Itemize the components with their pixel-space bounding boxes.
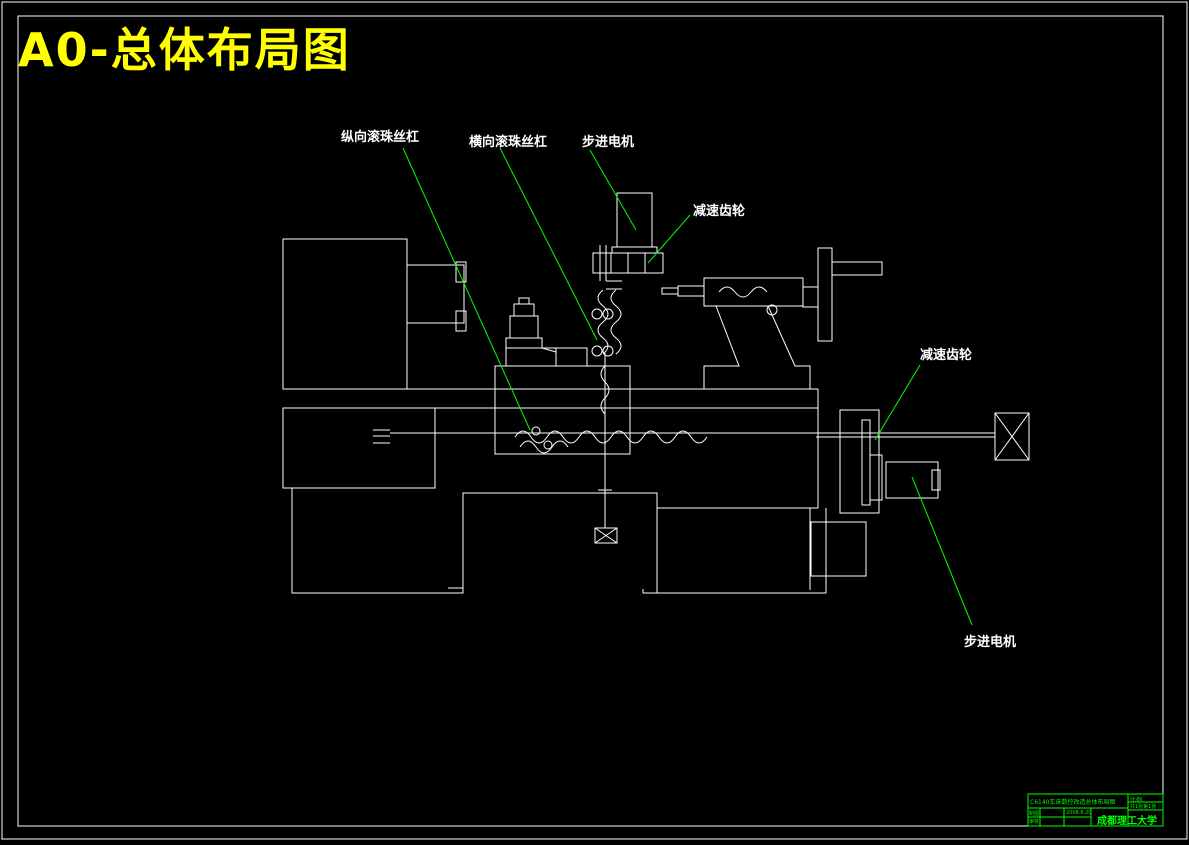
label-longitudinal-screw: 纵向滚珠丝杠 [341, 130, 420, 145]
chuck-upper [455, 261, 467, 283]
tb-school: 成都理工大学 [1097, 816, 1157, 827]
handwheel [817, 247, 833, 342]
leader-stepper-top [589, 149, 637, 231]
right-stepper-motor [885, 461, 939, 499]
lower-motor-box [594, 527, 618, 544]
tb-field-b: 共1张第1张 [1130, 804, 1157, 810]
transverse-screw-wave [597, 289, 609, 355]
leader-lines [402, 147, 973, 626]
inner-frame [17, 15, 1164, 827]
label-stepper-motor-top: 步进电机 [582, 135, 635, 150]
leader-reduction-top [647, 214, 691, 264]
leader-reduction-right [874, 364, 921, 441]
top-stepper-motor [616, 192, 653, 248]
chuck-lower [455, 310, 467, 332]
spindle-housing [406, 264, 465, 324]
cross-motor-box [555, 347, 588, 367]
label-reduction-gear-top: 减速齿轮 [693, 204, 746, 219]
cross-slide [505, 347, 557, 367]
tb-date: 2008.6.20 [1066, 810, 1092, 816]
title-block [1027, 793, 1164, 827]
headstock [282, 238, 408, 390]
tailstock-quill [703, 277, 804, 307]
tool-post-base [505, 337, 543, 349]
tb-drafter: 制图 [1029, 811, 1040, 817]
tool-post-cap [513, 303, 535, 317]
right-reduction-gear [839, 409, 880, 514]
apron [494, 365, 631, 455]
feed-gearbox [282, 407, 436, 489]
longitudinal-screw-wave [514, 430, 708, 444]
label-stepper-motor-bottom: 步进电机 [964, 635, 1017, 650]
tool-post [509, 315, 539, 339]
end-bearing-box [994, 412, 1030, 461]
motor-base-box [810, 521, 867, 577]
tb-drawing-name: C6140车床数控改造总体布局图 [1030, 799, 1116, 806]
drawing-title: A0-总体布局图 [18, 23, 351, 77]
leader-longitudinal-screw [402, 147, 531, 431]
machine-outline [282, 192, 1030, 594]
label-reduction-gear-right: 减速齿轮 [920, 348, 973, 363]
tb-checker: 审核 [1029, 819, 1040, 825]
leader-transverse-screw [499, 147, 598, 341]
tb-field-a: 比例 [1130, 797, 1143, 804]
leader-stepper-bottom [911, 476, 973, 626]
label-transverse-screw: 横向滚珠丝杠 [469, 135, 548, 150]
